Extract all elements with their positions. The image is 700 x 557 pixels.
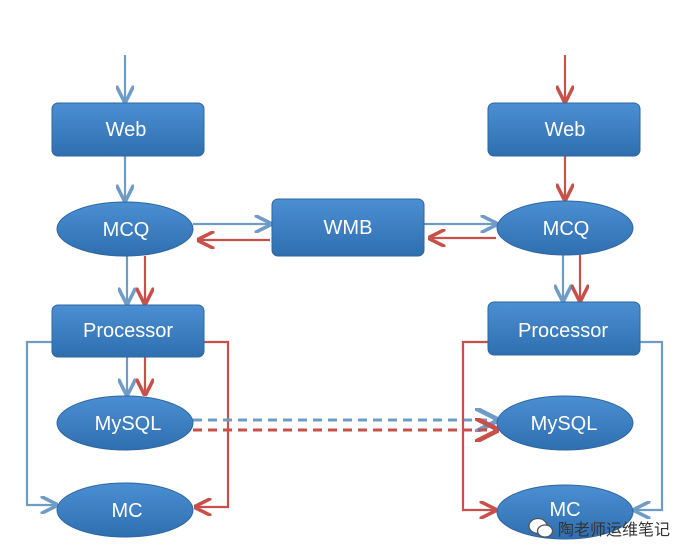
label-wmb: WMB [324, 217, 373, 239]
node-right-mysql [496, 395, 634, 451]
label-left-mysql: MySQL [95, 413, 162, 435]
arrow-proc-mc-left-red [196, 340, 230, 507]
watermark: 陶老师运维笔记 [528, 516, 670, 540]
node-left-mcq [56, 201, 194, 257]
label-right-mysql: MySQL [531, 413, 598, 435]
arrow-proc-mc-right-blue [635, 340, 664, 510]
label-left-processor: Processor [83, 320, 173, 342]
arrow-proc-mc-left-blue [25, 340, 56, 505]
label-left-web: Web [106, 119, 147, 141]
watermark-text: 陶老师运维笔记 [558, 520, 671, 539]
label-left-mcq: MCQ [103, 219, 150, 241]
arrow-proc-mc-right-red [461, 340, 495, 510]
label-right-mcq: MCQ [543, 218, 590, 240]
node-right-mcq [496, 200, 634, 256]
node-wmb [271, 198, 425, 257]
label-right-mc: MC [549, 499, 580, 521]
node-left-mc [56, 482, 194, 538]
node-left-processor [51, 304, 205, 358]
label-left-mc: MC [111, 500, 142, 522]
node-left-mysql [56, 395, 194, 451]
node-right-web [487, 102, 641, 157]
label-right-web: Web [545, 119, 586, 141]
label-right-processor: Processor [518, 320, 608, 342]
wechat-icon [528, 517, 554, 538]
node-right-processor [487, 301, 641, 356]
node-left-web [51, 102, 205, 157]
